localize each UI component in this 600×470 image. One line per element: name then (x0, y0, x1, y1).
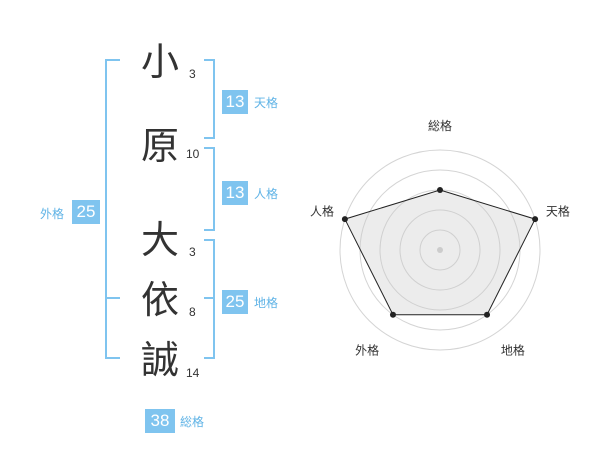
radar-point-3 (484, 311, 491, 318)
jinkaku-label: 人格 (254, 187, 279, 201)
jinkaku-bracket (204, 147, 215, 231)
radar-points (341, 187, 539, 318)
radar-point-2 (532, 216, 539, 223)
radar-ring-5 (339, 149, 541, 351)
name-char-1: 小 (140, 40, 179, 84)
gaikaku-badge: 25 (72, 200, 100, 224)
radar-ring-1 (419, 229, 461, 271)
stroke-count-5: 14 (186, 366, 200, 380)
radar-axis-label-1: 総格 (428, 118, 452, 133)
tenkaku-label: 天格 (254, 96, 279, 110)
radar-axis-label-3: 地格 (501, 342, 525, 357)
tenkaku-bracket (204, 59, 215, 139)
jinkaku-badge: 13 (222, 181, 248, 205)
radar-point-4 (389, 311, 396, 318)
soukaku-badge: 38 (145, 409, 175, 433)
chikaku-label: 地格 (254, 296, 279, 310)
soukaku-label: 総格 (180, 415, 205, 429)
stroke-count-3: 3 (189, 245, 196, 259)
tenkaku-badge: 13 (222, 90, 248, 114)
radar-ring-2 (399, 209, 481, 291)
gaikaku-bracket (105, 59, 120, 359)
stroke-count-2: 10 (186, 147, 200, 161)
name-char-4: 依 (140, 278, 179, 322)
radar-axis-label-2: 天格 (546, 204, 570, 219)
name-char-3: 大 (140, 218, 179, 262)
radar-axis-label-5: 人格 (310, 204, 334, 219)
name-char-5: 誠 (140, 338, 179, 382)
name-char-2: 原 (140, 124, 179, 168)
stroke-count-4: 8 (189, 305, 196, 319)
radar-axis-label-4: 外格 (355, 342, 379, 357)
stroke-count-1: 3 (189, 67, 196, 81)
radar-point-1 (437, 187, 443, 193)
gaikaku-label: 外格 (40, 207, 65, 221)
radar-point-5 (341, 216, 348, 223)
chikaku-badge: 25 (222, 290, 248, 314)
radar-center-dot (437, 247, 443, 253)
